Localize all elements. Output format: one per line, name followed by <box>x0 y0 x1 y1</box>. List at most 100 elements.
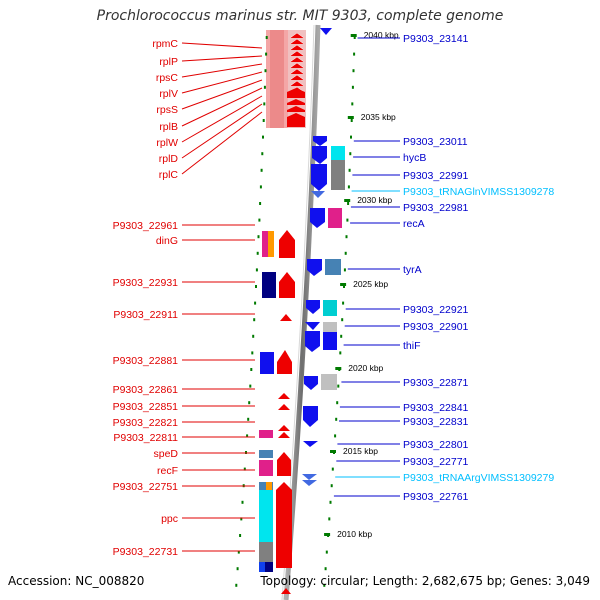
gene-label[interactable]: P9303_22921 <box>403 304 469 316</box>
gene-block <box>328 208 342 228</box>
tick-mark <box>265 52 268 56</box>
gene-label[interactable]: tyrA <box>403 264 422 276</box>
gene-label[interactable]: P9303_22931 <box>113 277 179 289</box>
tick-mark <box>344 251 347 255</box>
tick-mark <box>241 500 244 504</box>
gene-label[interactable]: rplV <box>159 88 178 100</box>
gene-label[interactable]: P9303_22861 <box>113 384 179 396</box>
gene-arrow <box>289 68 305 75</box>
tick-mark <box>343 268 346 272</box>
gene-label[interactable]: P9303_22961 <box>113 220 179 232</box>
gene-label[interactable]: P9303_22991 <box>403 170 469 182</box>
scale-label: 2040 kbp <box>364 30 399 40</box>
tick-mark <box>342 301 345 305</box>
scale-major-tick <box>344 199 351 202</box>
tick-mark <box>337 384 340 388</box>
gene-label[interactable]: P9303_22851 <box>113 401 179 413</box>
scale-label: 2010 kbp <box>337 529 372 539</box>
tick-mark <box>236 567 239 571</box>
tick-mark <box>253 318 256 322</box>
gene-label[interactable]: recF <box>157 465 178 477</box>
tick-mark <box>237 550 240 554</box>
gene-arrow <box>278 404 290 410</box>
tick-mark <box>259 202 262 205</box>
gene-label[interactable]: rpsC <box>156 72 179 84</box>
gene-label[interactable]: P9303_22901 <box>403 321 469 333</box>
gene-label[interactable]: P9303_22981 <box>403 202 469 214</box>
gene-label[interactable]: ppc <box>161 513 178 525</box>
left-gene-labels: rpmC rplP rpsC rplV rpsS rplB rplW rplD rplC P930… <box>113 38 263 558</box>
gene-block <box>331 160 345 190</box>
scale-major-tick <box>340 283 347 286</box>
gene-label[interactable]: P9303_22771 <box>403 456 469 468</box>
scale-ticks-right <box>323 36 356 587</box>
gene-label[interactable]: dinG <box>156 235 178 247</box>
tick-mark <box>328 517 331 521</box>
tick-mark <box>257 235 260 239</box>
tick-mark <box>334 434 337 438</box>
gene-arrow <box>289 44 305 51</box>
gene-label[interactable]: P9303_22871 <box>403 377 469 389</box>
tick-mark <box>323 583 326 587</box>
gene-label[interactable]: P9303_22761 <box>403 491 469 503</box>
scale-major-tick <box>335 367 342 370</box>
tick-mark <box>348 168 351 172</box>
gene-label[interactable]: P9303_22751 <box>113 481 179 493</box>
gene-label[interactable]: P9303_tRNAGlnVIMSS1309278 <box>403 186 554 198</box>
gene-label[interactable]: P9303_22911 <box>113 309 178 321</box>
tick-mark <box>260 168 263 172</box>
leader-line <box>181 55 263 62</box>
gene-label[interactable]: thiF <box>403 340 421 352</box>
gene-label[interactable]: P9303_22831 <box>403 416 469 428</box>
gene-arrow <box>305 322 320 330</box>
gene-label[interactable]: rplP <box>159 56 178 68</box>
gene-label[interactable]: P9303_tRNAArgVIMSS1309279 <box>403 472 554 484</box>
scale-major-tick <box>330 450 336 453</box>
gene-block <box>262 231 268 257</box>
tick-mark <box>340 334 343 338</box>
gene-arrow <box>289 56 305 63</box>
gene-label[interactable]: P9303_22881 <box>113 355 179 367</box>
gene-label[interactable]: rpmC <box>152 38 178 50</box>
gene-label[interactable]: P9303_22801 <box>403 439 469 451</box>
gene-block <box>323 322 337 332</box>
gene-label[interactable]: P9303_23011 <box>403 136 468 148</box>
scale-major-tick <box>350 34 357 37</box>
gene-block <box>325 259 341 275</box>
gene-label[interactable]: P9303_23141 <box>403 33 469 45</box>
gene-label[interactable]: speD <box>153 448 178 460</box>
tick-mark <box>255 268 258 272</box>
gene-label[interactable]: rplB <box>159 121 178 133</box>
tick-mark <box>343 285 345 288</box>
gene-label[interactable]: rpsS <box>156 104 178 116</box>
tick-mark <box>264 69 267 73</box>
gene-arrow <box>287 106 305 112</box>
gene-label[interactable]: recA <box>403 218 425 230</box>
gene-arrow <box>311 191 325 198</box>
scale-label: 2035 kbp <box>361 112 396 122</box>
tick-mark <box>261 152 264 156</box>
genome-backbone <box>283 24 321 600</box>
gene-label[interactable]: rplW <box>156 137 178 149</box>
tick-mark <box>256 251 259 255</box>
gene-label[interactable]: P9303_22731 <box>113 546 179 558</box>
gene-label[interactable]: P9303_22841 <box>403 402 469 414</box>
gene-label[interactable]: P9303_22811 <box>113 432 178 444</box>
gene-label[interactable]: rplC <box>159 169 179 181</box>
ribosomal-gene-arrows <box>287 32 305 127</box>
gene-arrow <box>311 164 327 191</box>
gene-label[interactable]: hycB <box>403 152 426 164</box>
gene-arrow <box>303 406 318 427</box>
gene-arrow <box>289 38 305 45</box>
gene-label[interactable]: P9303_22821 <box>113 417 179 429</box>
tick-mark <box>249 384 252 388</box>
gene-arrow <box>289 62 305 69</box>
tick-mark <box>330 484 333 488</box>
tick-mark <box>325 550 328 554</box>
forward-strand-genes <box>259 231 276 572</box>
tick-mark <box>263 102 266 106</box>
gene-label[interactable]: rplD <box>159 153 179 165</box>
tick-mark <box>255 285 257 288</box>
